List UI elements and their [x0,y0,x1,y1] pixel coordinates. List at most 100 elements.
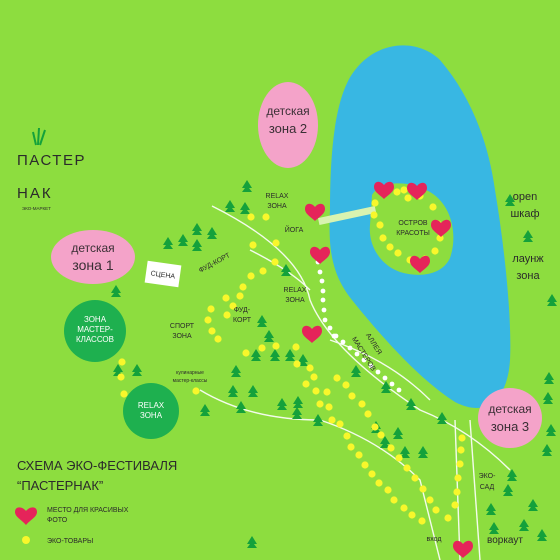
tree-icon [242,180,252,192]
tree-icon [519,519,529,531]
eco-goods-dot [247,272,255,280]
eco-goods-dot [333,374,341,382]
logo-line-2: НАК [17,185,53,202]
alley-dot [320,288,326,294]
eco-goods-dot [325,403,333,411]
eco-goods-dot [418,517,426,525]
alley-dot [382,375,388,381]
tree-icon [546,424,556,436]
photo-spot-heart-icon[interactable] [410,255,430,273]
alley-dot [354,351,360,357]
eco-goods-dot [432,506,440,514]
photo-spot-heart-icon[interactable] [453,540,473,558]
tree-icon [489,522,499,534]
photo-spot-heart-icon[interactable] [310,246,330,264]
eco-goods-dot [342,381,350,389]
eco-goods-dot [347,443,355,451]
tree-icon [418,446,428,458]
eco-goods-dot [371,199,379,207]
eco-goods-dot [258,344,266,352]
alley-dot [317,269,323,275]
kids-zone-1-label-2: зона 1 [72,257,113,273]
eco-garden-label-1: ЭКО- [479,473,496,480]
kids-zone-3[interactable] [478,388,542,448]
eco-goods-dot [236,292,244,300]
eco-goods-dot [239,283,247,291]
relax-top-label-1: RELAX [266,193,289,200]
eco-goods-dot [358,400,366,408]
photo-spot-heart-icon[interactable] [407,182,427,200]
photo-spot-heart-icon[interactable] [374,181,394,199]
alley-dot [396,387,402,393]
relax-green-label-2: ЗОНА [140,411,163,420]
photo-spot-heart-icon[interactable] [431,219,451,237]
eco-goods-dot [386,243,394,251]
eco-goods-dot [404,194,412,202]
photo-spot-hearts [302,181,473,558]
kids-zone-3-label-2: зона 3 [491,419,529,434]
tree-icon [528,499,538,511]
tree-icon [264,330,274,342]
stage[interactable] [144,260,182,288]
eco-goods-dot [302,380,310,388]
tree-icon [380,436,390,448]
eco-goods-dot [343,432,351,440]
tree-icon [236,401,246,413]
eco-goods-dot [262,213,270,221]
tree-icon [207,227,217,239]
culinary-label-2: мастер-классы [173,378,208,384]
eco-goods-dot [222,294,230,302]
relax-mid-label-2: ЗОНА [285,297,305,304]
masterclass-label-1: ЗОНА [84,315,107,324]
eco-goods-dot [379,234,387,242]
tree-icon [547,294,557,306]
tree-icon [240,202,250,214]
kids-zone-2-label-1: детская [266,104,309,118]
eco-goods-dot [454,474,462,482]
relax-zone-green[interactable] [123,383,179,439]
eco-goods-dot [377,431,385,439]
eco-goods-dot [429,203,437,211]
eco-goods-dot [293,360,301,368]
masterclass-label-3: КЛАССОВ [76,335,114,344]
eco-goods-dot [361,461,369,469]
tree-icon [298,354,308,366]
tree-icon [132,364,142,376]
eco-goods-dot [259,267,267,275]
eco-goods-dot [395,454,403,462]
tree-icon [192,223,202,235]
tree-icon [400,446,410,458]
tree-icon [111,285,121,297]
tree-icon [257,315,267,327]
eco-goods-dot [451,501,459,509]
tree-icon [486,503,496,515]
eco-goods-dot [384,486,392,494]
eco-goods-dot [323,388,331,396]
kids-zone-3-label-1: детская [488,402,531,416]
eco-goods-dot [408,511,416,519]
tree-icon [292,407,302,419]
photo-spot-heart-icon[interactable] [302,325,322,343]
eco-goods-dot [192,387,200,395]
kids-zone-1[interactable] [51,230,135,284]
alley-dot [327,325,333,331]
kids-zone-2[interactable] [258,82,318,168]
food-court-2-label-2: КОРТ [233,317,252,324]
eco-goods-dot [336,420,344,428]
logo-line-1: ПАСТЕР [17,152,86,169]
photo-spot-heart-icon[interactable] [305,203,325,221]
tree-icon [393,427,403,439]
masterclass-zone[interactable] [64,300,126,362]
eco-goods-dot [310,373,318,381]
eco-goods-dot [208,327,216,335]
tree-icon [381,381,391,393]
eco-goods-dot [393,188,401,196]
tree-icon [507,469,517,481]
eco-goods-dots [117,186,466,525]
legend-dot-label: ЭКО-ТОВАРЫ [47,538,93,545]
bridge [318,206,377,225]
legend: МЕСТО ДЛЯ КРАСИВЫХ ФОТО ЭКО-ТОВАРЫ [15,507,129,545]
tree-icon [523,230,533,242]
eco-goods-dot [458,434,466,442]
sport-label-2: ЗОНА [172,333,192,340]
